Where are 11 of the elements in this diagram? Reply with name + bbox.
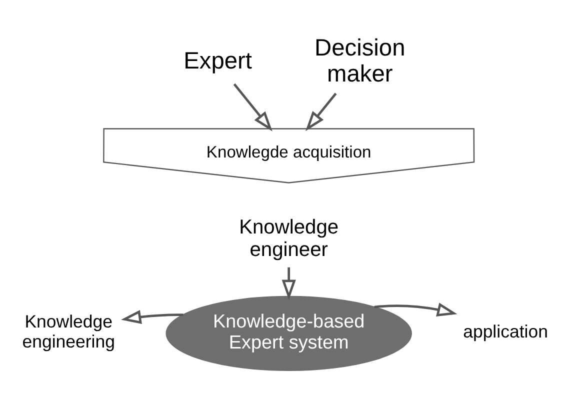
arrow bbox=[121, 309, 184, 324]
arrow bbox=[233, 82, 272, 131]
node-text: Decision maker bbox=[314, 34, 406, 87]
node-text: application bbox=[463, 321, 548, 342]
node-text: Knowledge engineering bbox=[22, 311, 116, 352]
node-ellipse: Knowledge-based Expert system bbox=[166, 295, 412, 370]
node-text: Expert bbox=[184, 48, 252, 74]
arrow bbox=[374, 302, 458, 316]
arrow bbox=[305, 92, 337, 131]
node-text: Knowledge engineer bbox=[239, 216, 339, 260]
arrow bbox=[282, 266, 296, 300]
